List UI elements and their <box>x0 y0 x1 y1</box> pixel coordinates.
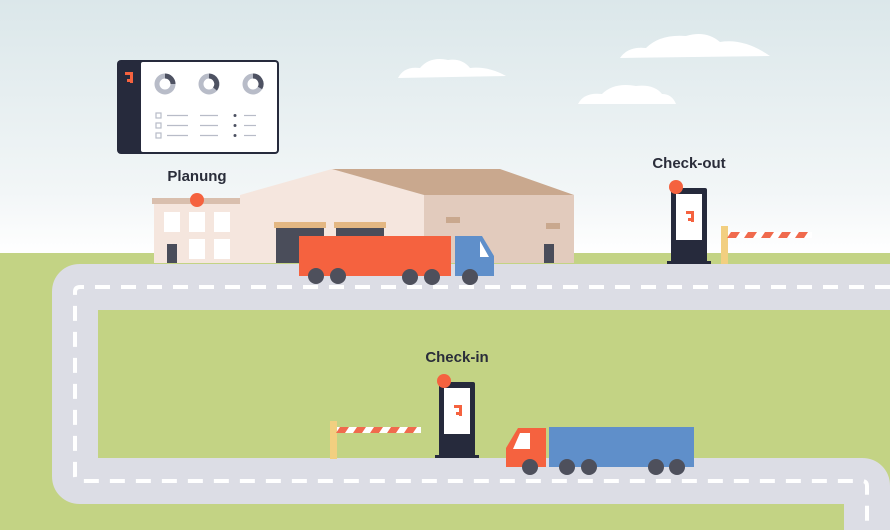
logo-icon <box>686 211 694 222</box>
barrier-icon <box>721 226 812 264</box>
truck-wheel <box>522 459 538 475</box>
checkout-marker <box>669 180 683 194</box>
checkout-kiosk <box>667 188 711 264</box>
dashboard-panel <box>117 60 279 154</box>
dashboard-list <box>155 112 256 139</box>
truck-trailer <box>299 236 451 276</box>
checkout-label: Check-out <box>652 155 725 172</box>
checkin-kiosk <box>435 382 479 458</box>
barrier-icon <box>330 421 421 459</box>
truck-icon <box>299 236 494 285</box>
truck-wheel <box>308 268 324 284</box>
donut-chart-icon <box>154 73 264 95</box>
planning-marker <box>190 193 204 207</box>
road <box>52 264 890 530</box>
barrier-post <box>721 226 728 264</box>
checkin-label: Check-in <box>425 349 488 366</box>
truck-wheel <box>402 269 418 285</box>
truck-wheel <box>424 269 440 285</box>
truck-wheel <box>581 459 597 475</box>
logo-icon <box>125 72 133 83</box>
planning-label: Planung <box>167 168 226 185</box>
road-lane-markings <box>73 285 890 530</box>
barrier-post <box>330 421 337 459</box>
logo-icon <box>454 405 462 416</box>
truck-wheel <box>669 459 685 475</box>
cloud-icon <box>398 34 770 104</box>
truck-trailer <box>549 427 694 467</box>
truck-wheel <box>462 269 478 285</box>
truck-icon <box>506 427 694 475</box>
office-building <box>152 198 244 263</box>
truck-cab <box>455 236 494 276</box>
checkin-marker <box>437 374 451 388</box>
truck-wheel <box>648 459 664 475</box>
truck-wheel <box>559 459 575 475</box>
truck-wheel <box>330 268 346 284</box>
